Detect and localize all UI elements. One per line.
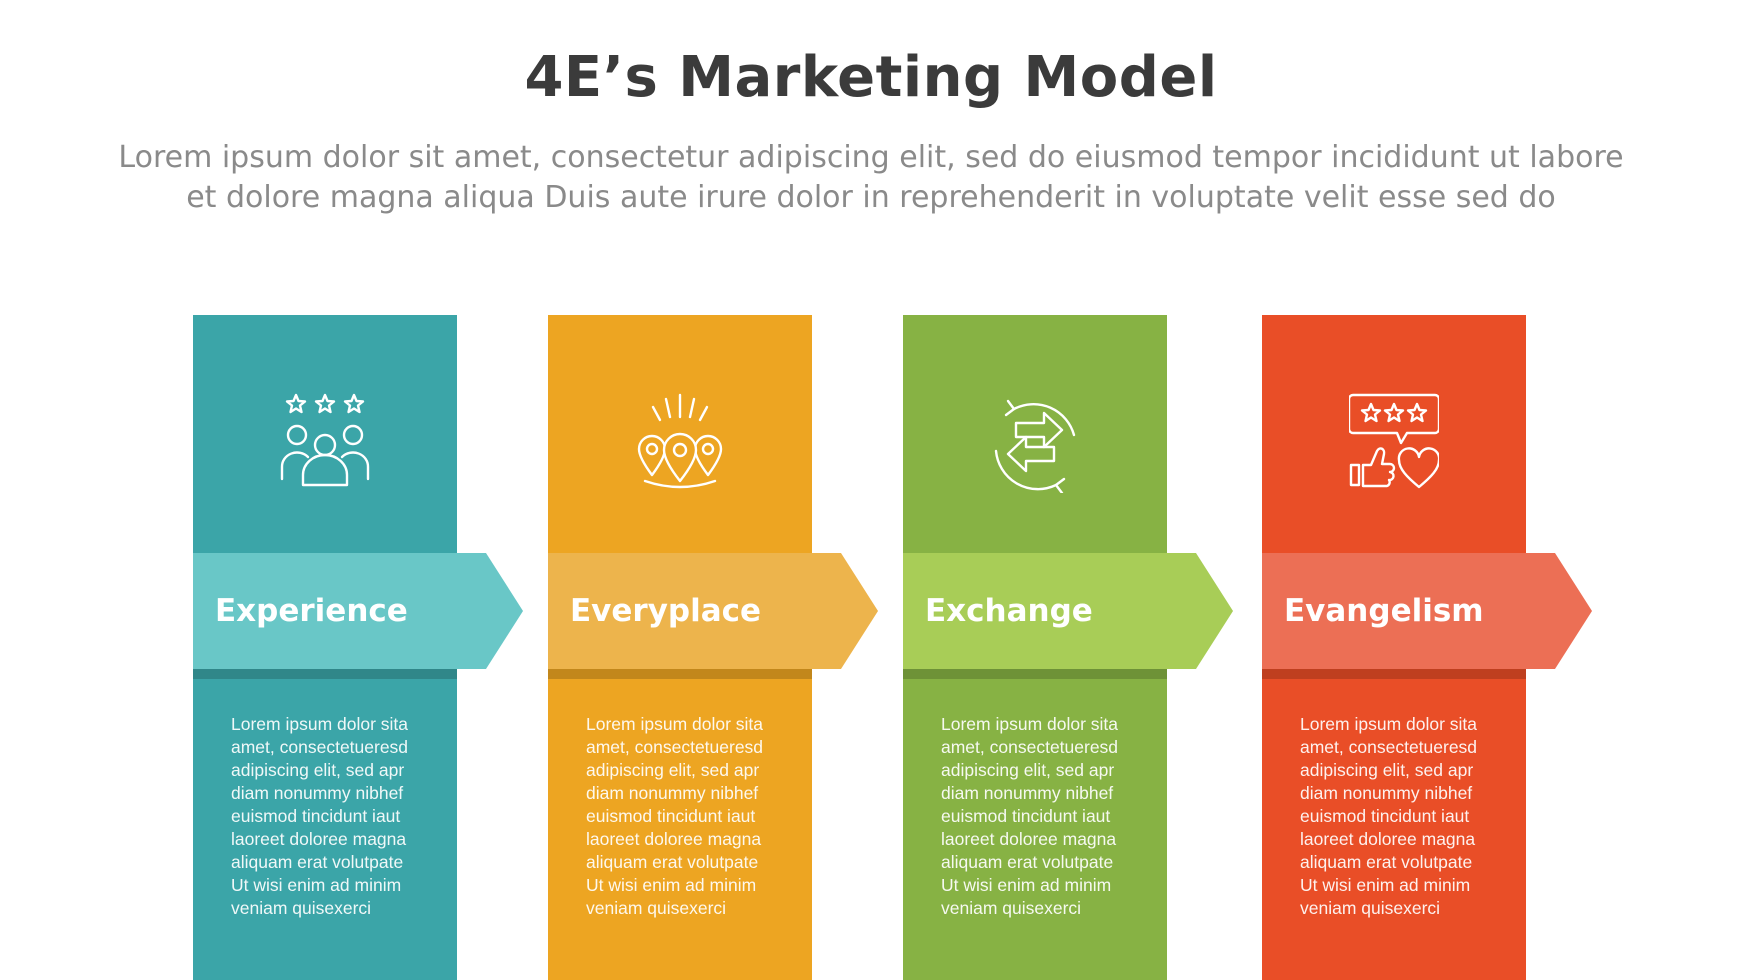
column-body-experience: Lorem ipsum dolor sita amet, consectetue… <box>231 713 431 920</box>
body-line: veniam quisexerci <box>1300 898 1441 918</box>
arrow-shadow <box>548 669 812 679</box>
column-body-everyplace: Lorem ipsum dolor sita amet, consectetue… <box>586 713 786 920</box>
evangelism-arrow-banner <box>1262 553 1592 669</box>
column-label-exchange: Exchange <box>925 593 1093 629</box>
column-label-evangelism: Evangelism <box>1284 593 1484 629</box>
everyplace-arrow-banner <box>548 553 878 669</box>
body-line: diam nonummy nibhef <box>941 783 1114 803</box>
body-line: aliquam erat volutpate <box>941 852 1114 872</box>
body-line: laoreet doloree magna <box>1300 829 1476 849</box>
column-exchange: Exchange Lorem ipsum dolor sita amet, co… <box>903 315 1233 980</box>
page-subtitle: Lorem ipsum dolor sit amet, consectetur … <box>60 138 1682 218</box>
body-line: amet, consectetueresd <box>941 737 1119 757</box>
body-line: Lorem ipsum dolor sita <box>941 714 1119 734</box>
body-line: adipiscing elit, sed apr <box>1300 760 1474 780</box>
body-line: amet, consectetueresd <box>586 737 764 757</box>
subtitle-line-1: Lorem ipsum dolor sit amet, consectetur … <box>118 140 1624 175</box>
experience-arrow-banner <box>193 553 523 669</box>
body-line: Ut wisi enim ad minim <box>586 875 757 895</box>
body-line: diam nonummy nibhef <box>586 783 759 803</box>
body-line: veniam quisexerci <box>231 898 372 918</box>
body-line: laoreet doloree magna <box>231 829 407 849</box>
body-line: Lorem ipsum dolor sita <box>231 714 409 734</box>
arrow-shadow <box>1262 669 1526 679</box>
column-label-experience: Experience <box>215 593 408 629</box>
body-line: Ut wisi enim ad minim <box>941 875 1112 895</box>
body-line: diam nonummy nibhef <box>1300 783 1473 803</box>
body-line: amet, consectetueresd <box>1300 737 1478 757</box>
arrow-shadow <box>193 669 457 679</box>
body-line: diam nonummy nibhef <box>231 783 404 803</box>
arrow-shadow <box>903 669 1167 679</box>
body-line: adipiscing elit, sed apr <box>941 760 1115 780</box>
body-line: Ut wisi enim ad minim <box>231 875 402 895</box>
exchange-arrows-icon <box>990 393 1080 495</box>
exchange-arrow-banner <box>903 553 1233 669</box>
page-title: 4E’s Marketing Model <box>524 45 1218 110</box>
column-evangelism: Evangelism Lorem ipsum dolor sita amet, … <box>1262 315 1592 980</box>
body-line: aliquam erat volutpate <box>231 852 404 872</box>
column-label-everyplace: Everyplace <box>570 593 762 629</box>
column-everyplace: Everyplace Lorem ipsum dolor sita amet, … <box>548 315 878 980</box>
body-line: laoreet doloree magna <box>586 829 762 849</box>
body-line: aliquam erat volutpate <box>1300 852 1473 872</box>
body-line: adipiscing elit, sed apr <box>586 760 760 780</box>
body-line: euismod tincidunt iaut <box>586 806 756 826</box>
body-line: amet, consectetueresd <box>231 737 409 757</box>
body-line: adipiscing elit, sed apr <box>231 760 405 780</box>
customer-rating-group-icon <box>280 393 370 493</box>
body-line: veniam quisexerci <box>586 898 727 918</box>
body-line: Lorem ipsum dolor sita <box>1300 714 1478 734</box>
body-line: euismod tincidunt iaut <box>1300 806 1470 826</box>
column-experience: Experience Lorem ipsum dolor sita amet, … <box>193 315 523 980</box>
body-line: Lorem ipsum dolor sita <box>586 714 764 734</box>
body-line: laoreet doloree magna <box>941 829 1117 849</box>
column-body-exchange: Lorem ipsum dolor sita amet, consectetue… <box>941 713 1141 920</box>
body-line: euismod tincidunt iaut <box>231 806 401 826</box>
subtitle-line-2: et dolore magna aliqua Duis aute irure d… <box>186 180 1556 215</box>
column-body-evangelism: Lorem ipsum dolor sita amet, consectetue… <box>1300 713 1500 920</box>
body-line: euismod tincidunt iaut <box>941 806 1111 826</box>
body-line: veniam quisexerci <box>941 898 1082 918</box>
body-line: Ut wisi enim ad minim <box>1300 875 1471 895</box>
location-pins-icon <box>635 393 725 493</box>
review-like-heart-icon <box>1347 393 1441 493</box>
body-line: aliquam erat volutpate <box>586 852 759 872</box>
